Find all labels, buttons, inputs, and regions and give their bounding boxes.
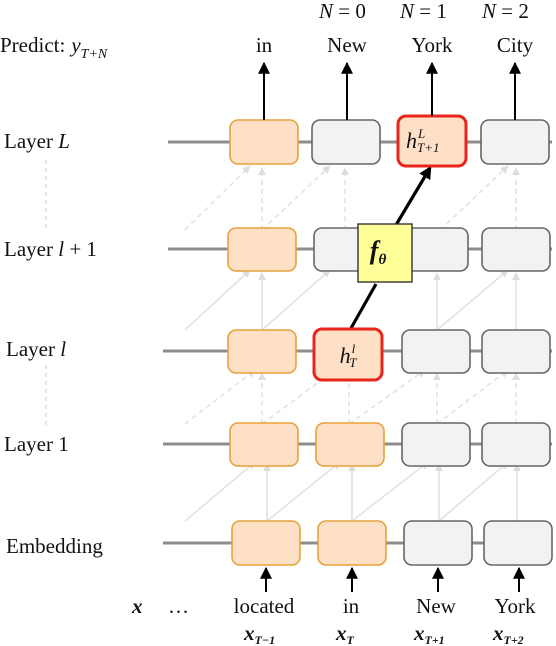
predict-label: Predict:yT+N bbox=[0, 33, 108, 62]
output-token-in: in bbox=[256, 33, 273, 57]
embedding-node-1 bbox=[231, 520, 301, 566]
output-token-city: City bbox=[497, 33, 534, 57]
layer-L-node-2 bbox=[311, 119, 381, 165]
layer-1-label: Layer 1 bbox=[4, 432, 69, 456]
layer-L-row bbox=[229, 119, 550, 165]
embedding-label: Embedding bbox=[6, 534, 103, 558]
x-label: x bbox=[131, 594, 143, 618]
layer-l-node-1 bbox=[227, 329, 297, 374]
layer-l-node-4 bbox=[481, 329, 551, 374]
n-label-2: N = 2 bbox=[481, 0, 529, 23]
layer-L-node-1 bbox=[229, 119, 299, 165]
input-token-york: York bbox=[494, 594, 536, 618]
layer-l1-node-4 bbox=[481, 227, 551, 272]
layer-1-row bbox=[229, 422, 551, 467]
h-T-node bbox=[312, 327, 384, 382]
input-arrows bbox=[260, 566, 525, 592]
f-theta-label: fθ bbox=[370, 236, 387, 268]
layer-l1-node-1 bbox=[227, 227, 297, 272]
background-connections bbox=[184, 165, 521, 522]
pos-label-T+2: xT+2 bbox=[492, 621, 524, 646]
input-token-new: New bbox=[416, 594, 456, 618]
layer-1-node-1 bbox=[229, 422, 299, 467]
embedding-node-3 bbox=[403, 520, 473, 566]
pos-label-T-1: xT−1 bbox=[243, 621, 275, 646]
output-arrows bbox=[258, 61, 521, 120]
layer-l-node-3 bbox=[401, 329, 471, 374]
layer-1-node-3 bbox=[401, 422, 471, 467]
f-theta-box bbox=[357, 223, 413, 283]
pos-label-T+1: xT+1 bbox=[413, 621, 445, 646]
layer-1-node-2 bbox=[315, 422, 385, 467]
layer-L-label: Layer L bbox=[4, 129, 70, 153]
output-token-new: New bbox=[327, 33, 367, 57]
layer-L-node-4 bbox=[480, 119, 550, 165]
embedding-node-4 bbox=[483, 520, 553, 566]
embedding-node-2 bbox=[317, 520, 387, 566]
layer-l-label: Layer l bbox=[6, 337, 66, 361]
layer-1-node-4 bbox=[481, 422, 551, 467]
embedding-row bbox=[231, 520, 553, 566]
pos-label-T: xT bbox=[335, 621, 355, 646]
layer-l1-label: Layer l + 1 bbox=[4, 237, 97, 261]
n-label-1: N = 1 bbox=[399, 0, 447, 23]
layer-l-row bbox=[227, 329, 551, 374]
prediction-path bbox=[348, 165, 432, 331]
input-token-located: located bbox=[234, 594, 295, 618]
n-label-0: N = 0 bbox=[318, 0, 366, 23]
input-token-in: in bbox=[343, 594, 360, 618]
ellipsis-label: … bbox=[168, 594, 189, 618]
output-token-york: York bbox=[411, 33, 453, 57]
